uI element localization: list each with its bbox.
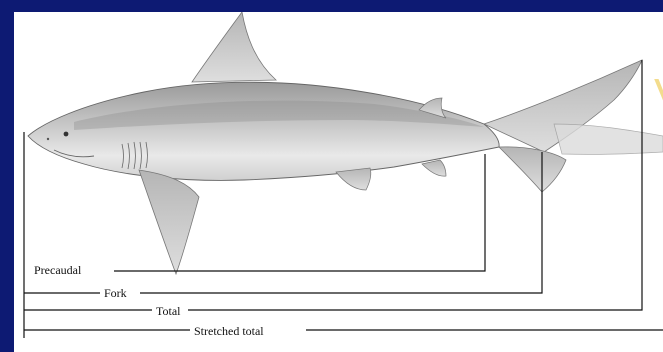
stretched-total-label: Stretched total: [192, 325, 266, 337]
pectoral-fin: [139, 170, 199, 274]
watermark-glyph: V: [654, 70, 663, 120]
nostril: [47, 138, 49, 140]
pelvic-fin: [336, 168, 371, 190]
anal-fin: [422, 160, 446, 176]
lower-tail-lobe: [499, 147, 566, 192]
shark-eye: [64, 132, 69, 137]
total-label: Total: [154, 305, 183, 317]
shark-illustration: [28, 12, 663, 274]
precaudal-label: Precaudal: [32, 264, 83, 276]
fork-label: Fork: [102, 287, 129, 299]
dorsal-fin: [192, 12, 276, 82]
shark-measurement-diagram: [14, 12, 663, 352]
figure-panel: Precaudal Fork Total Stretched total V: [14, 12, 663, 352]
stretched-tail-tip: [554, 124, 663, 154]
